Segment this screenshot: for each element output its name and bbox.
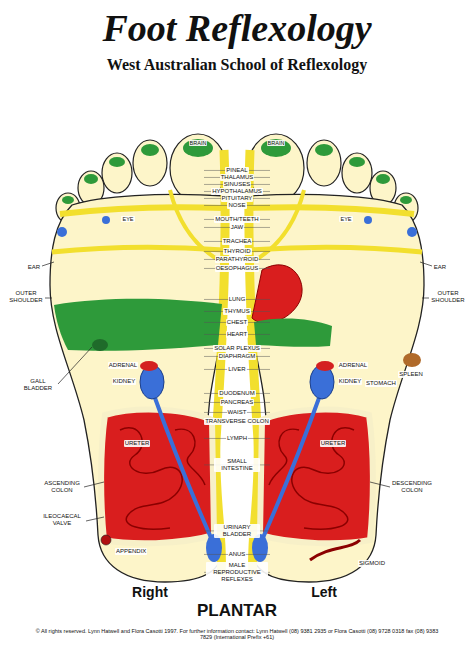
illustration-shape — [84, 482, 104, 487]
reflex-label: PINEAL — [225, 167, 248, 174]
illustration-shape — [58, 347, 92, 384]
organ-label: OUTER SHOULDER — [430, 290, 466, 304]
reflex-label: LYMPH — [226, 435, 248, 442]
reflex-label: CHEST — [226, 319, 248, 326]
spleen-zone — [403, 353, 421, 367]
organ-label: ILEOCAECAL VALVE — [38, 513, 86, 527]
reflex-label: JAW — [230, 224, 244, 231]
reflex-label: URINARY BLADDER — [214, 524, 260, 538]
organ-label: DESCENDING COLON — [389, 480, 435, 494]
reflex-label: TRANSVERSE COLON — [204, 418, 270, 425]
reflex-label: MOUTH/TEETH — [214, 216, 259, 223]
illustration-shape — [422, 298, 429, 299]
heart-zone — [252, 265, 302, 323]
reflex-label: HEART — [226, 331, 248, 338]
reflex-label: PARATHYROID — [215, 256, 259, 263]
organ-label: URETER — [320, 440, 347, 447]
reflex-label: DUODENUM — [218, 390, 255, 397]
reflex-label: PITUITARY — [221, 195, 254, 202]
organ-label: SPLEEN — [398, 371, 424, 378]
organ-label: EAR — [434, 264, 446, 271]
reflex-label: ANUS — [228, 551, 247, 558]
reflex-label: WAIST — [227, 409, 248, 416]
reflex-label: THYROID — [223, 248, 252, 255]
gall-bladder-zone — [92, 339, 108, 351]
organ-label: OUTER SHOULDER — [8, 290, 44, 304]
organ-label: EYE — [339, 216, 352, 222]
appendix-zone — [101, 535, 111, 545]
leader-lines — [42, 262, 432, 521]
organ-label: APPENDIX — [115, 548, 147, 555]
chart-title: Foot Reflexology — [0, 8, 474, 50]
reflex-label: NOSE — [227, 202, 246, 209]
organ-label: URETER — [124, 440, 151, 447]
illustration-shape — [42, 262, 54, 266]
reflex-label: LIVER — [227, 366, 246, 373]
reflex-label: THYMUS — [223, 308, 250, 315]
reflex-label: HYPOTHALAMUS — [211, 188, 263, 195]
organ-label: ADRENAL — [338, 362, 368, 369]
illustration-shape — [370, 482, 390, 487]
foot-side-label: Left — [311, 584, 337, 600]
illustration-shape — [420, 262, 432, 266]
organ-label: EAR — [28, 264, 40, 271]
reflex-label: SOLAR PLEXUS — [213, 345, 261, 352]
copyright-note: © All rights reserved. Lynn Hatwell and … — [32, 628, 442, 641]
organ-label: SIGMOID — [358, 560, 386, 567]
stomach-zone — [254, 319, 332, 347]
reflex-label: SMALL INTESTINE — [214, 458, 260, 472]
organ-label: KIDNEY — [112, 378, 136, 385]
organ-label: BRAIN — [267, 140, 286, 146]
foot-side-label: Right — [132, 584, 168, 600]
reflex-label: SINUSES — [223, 181, 251, 188]
organ-label: ASCENDING COLON — [40, 480, 84, 494]
organ-label: STOMACH — [365, 380, 397, 387]
reflex-label: THALAMUS — [220, 174, 255, 181]
view-label: PLANTAR — [197, 601, 277, 621]
reflex-label: PANCREAS — [220, 399, 255, 406]
subtitle: West Australian School of Reflexology — [107, 56, 367, 74]
illustration-shape — [45, 298, 52, 299]
sigmoid-zone — [310, 540, 360, 560]
center-leader-lines — [204, 170, 270, 572]
reflex-label: LUNG — [228, 296, 247, 303]
organ-label: BRAIN — [189, 140, 208, 146]
reflex-label: MALE REPRODUCTIVE REFLEXES — [206, 562, 268, 583]
left-foot — [246, 134, 424, 582]
organ-label: ADRENAL — [108, 362, 138, 369]
organ-label: KIDNEY — [338, 378, 362, 385]
organ-label: EYE — [121, 216, 134, 222]
reflex-label: OESOPHAGUS — [215, 265, 260, 272]
illustration-shape — [86, 517, 104, 521]
liver-zone — [54, 299, 222, 351]
reflex-label: TRACHEA — [222, 238, 253, 245]
reflex-label: DIAPHRAGM — [218, 353, 256, 360]
organ-label: GALL BLADDER — [19, 378, 57, 392]
